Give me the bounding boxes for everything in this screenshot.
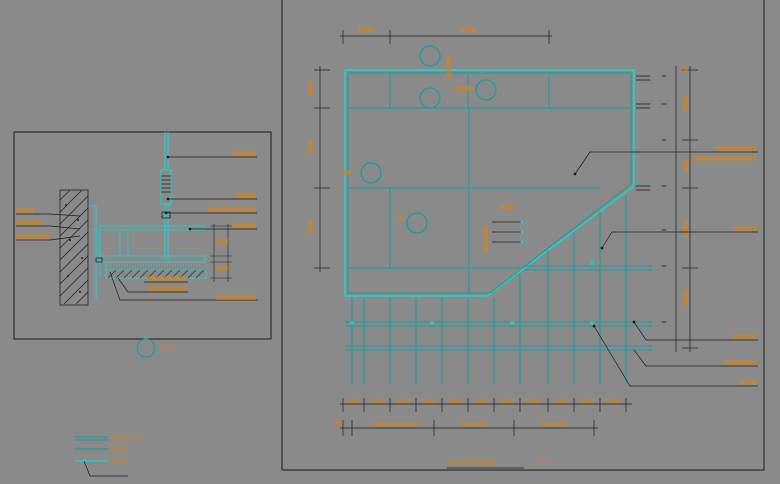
plan-view: 吊顶平面布置图 1:50	[281, 0, 765, 471]
plan-title-block: 吊顶平面布置图 1:50	[447, 458, 550, 469]
concrete-hatch-icon	[59, 189, 89, 306]
section-detail	[13, 131, 272, 340]
section-callout-bubble: 1:10	[136, 338, 174, 358]
legend-item-label: 边龙骨	[110, 457, 128, 465]
plan-scale: 1:50	[536, 460, 550, 467]
legend: 主龙骨 吊杆 次龙骨 边龙骨	[75, 434, 142, 477]
legend-item-label: 主龙骨 吊杆	[110, 434, 142, 442]
section-leader-labels	[146, 151, 256, 300]
grid-bubble-icon	[360, 45, 497, 234]
section-detail-frame	[13, 131, 272, 340]
plan-view-frame	[281, 0, 765, 471]
section-left-labels	[16, 208, 50, 239]
legend-item: 次龙骨	[75, 445, 128, 453]
legend-item: 边龙骨	[75, 457, 128, 477]
legend-item-label: 次龙骨	[110, 445, 128, 453]
section-scale-label: 1:10	[160, 345, 174, 352]
plan-title: 吊顶平面布置图	[447, 458, 496, 467]
legend-item: 主龙骨 吊杆	[75, 434, 142, 442]
plan-leader-labels	[692, 146, 756, 385]
hanger-cross-markers	[349, 260, 595, 326]
